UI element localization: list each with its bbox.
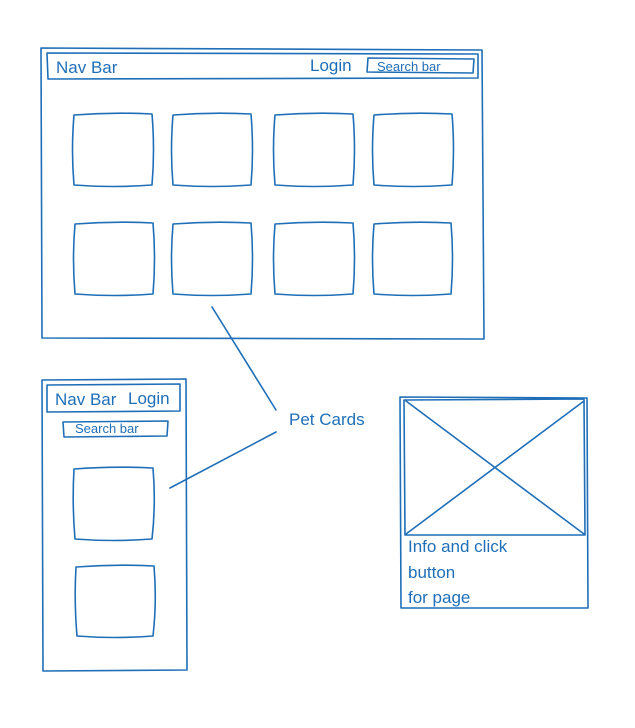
pet-card[interactable]: [71, 112, 155, 188]
image-placeholder: [403, 398, 586, 536]
detail-info-line-1: Info and click: [408, 537, 508, 556]
pet-card[interactable]: [170, 112, 254, 188]
image-placeholder-cross-b: [405, 400, 585, 535]
mobile-frame: [41, 378, 188, 672]
callout-line-lower: [169, 431, 277, 489]
mobile-nav-label: Nav Bar: [55, 390, 117, 409]
desktop-search-bar[interactable]: [366, 57, 475, 74]
mobile-login-link[interactable]: Login: [128, 389, 170, 408]
pet-card[interactable]: [170, 221, 254, 297]
mobile-search-placeholder: Search bar: [75, 421, 139, 436]
desktop-nav-label: Nav Bar: [56, 58, 118, 77]
desktop-nav-bar: [46, 52, 479, 80]
pet-card[interactable]: [72, 466, 156, 542]
desktop-search-placeholder: Search bar: [377, 59, 441, 74]
detail-info-line-2: button: [408, 563, 455, 582]
pet-card[interactable]: [371, 221, 454, 297]
mobile-search-bar[interactable]: [62, 420, 169, 438]
pet-card[interactable]: [74, 564, 157, 639]
callout-label: Pet Cards: [289, 410, 365, 429]
desktop-login-link[interactable]: Login: [310, 56, 352, 75]
detail-card-frame: [399, 396, 589, 609]
detail-info-line-3: for page: [408, 588, 470, 607]
mobile-nav-bar: [46, 383, 181, 413]
pet-card[interactable]: [371, 112, 455, 188]
callout-line-upper: [211, 306, 277, 411]
pet-card[interactable]: [272, 112, 356, 188]
desktop-frame: [40, 47, 485, 340]
pet-cards-callout: Pet Cards: [169, 306, 365, 489]
pet-card[interactable]: [272, 221, 356, 297]
pet-card[interactable]: [72, 221, 156, 297]
detail-card[interactable]: Info and click button for page: [399, 396, 589, 609]
mobile-wireframe: Nav Bar Login Search bar: [41, 378, 188, 672]
desktop-wireframe: Nav Bar Login Search bar: [40, 47, 485, 340]
